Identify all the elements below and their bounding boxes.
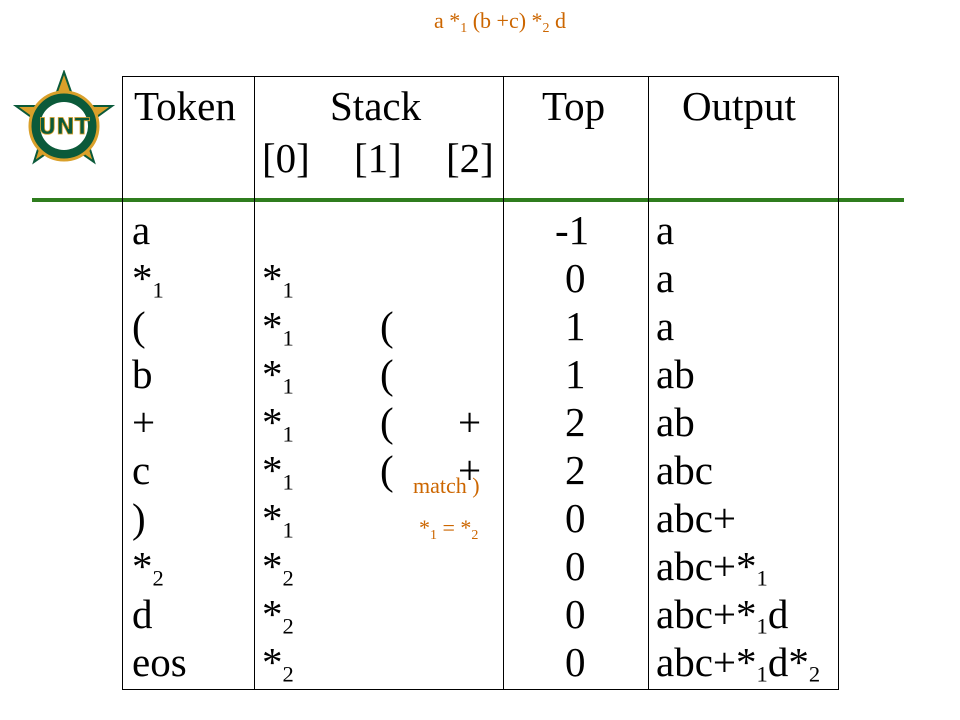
row-stack-0: *2 <box>262 591 294 639</box>
row-stack-1: ( <box>380 399 394 445</box>
column-divider <box>648 76 649 690</box>
expr-sub: 1 <box>460 21 468 36</box>
row-stack-0: *1 <box>262 495 294 543</box>
row-top: -1 <box>555 207 590 253</box>
row-stack-2: + <box>458 399 482 445</box>
row-top: 0 <box>565 255 586 301</box>
row-top: 0 <box>565 543 586 589</box>
row-token: ( <box>132 303 146 349</box>
row-top: 1 <box>565 303 586 349</box>
row-token: *1 <box>132 255 164 303</box>
header-stack: Stack <box>330 83 422 129</box>
row-stack-1: ( <box>380 447 394 493</box>
row-output: abc+*1 <box>656 543 768 591</box>
column-divider <box>254 76 255 690</box>
expr-sub: 2 <box>542 21 550 36</box>
row-token: ) <box>132 495 146 541</box>
row-output: a <box>656 255 675 301</box>
header-stack-index-2: [2] <box>446 135 494 181</box>
header-stack-index-1: [1] <box>354 135 402 181</box>
row-top: 0 <box>565 639 586 685</box>
header-top: Top <box>542 83 606 129</box>
expr-part: (b +c) * <box>467 8 543 33</box>
row-output: abc+ <box>656 495 737 541</box>
row-token: + <box>132 399 156 445</box>
logo-text: UNT <box>38 115 89 140</box>
expr-part: a * <box>433 8 461 33</box>
row-stack-0: *1 <box>262 399 294 447</box>
row-stack-2: + <box>458 447 482 493</box>
row-token: eos <box>132 639 187 685</box>
row-stack-0: *2 <box>262 639 294 687</box>
row-token: c <box>132 447 151 493</box>
row-output: ab <box>656 351 695 397</box>
row-top: 1 <box>565 351 586 397</box>
row-stack-1: ( <box>380 351 394 397</box>
row-top: 0 <box>565 591 586 637</box>
expr-part: d <box>549 8 567 33</box>
row-output: ab <box>656 399 695 445</box>
header-output: Output <box>682 83 796 129</box>
row-token: b <box>132 351 153 397</box>
table-frame <box>122 76 839 690</box>
row-top: 2 <box>565 447 586 493</box>
divider-rule <box>32 198 904 202</box>
equality-annotation: *1 = *2 <box>419 515 479 543</box>
header-token: Token <box>134 83 236 129</box>
row-token: *2 <box>132 543 164 591</box>
row-top: 2 <box>565 399 586 445</box>
unt-logo: UNT <box>12 70 116 165</box>
column-divider <box>503 76 504 690</box>
row-stack-0: *1 <box>262 447 294 495</box>
row-stack-0: *1 <box>262 303 294 351</box>
row-stack-1: ( <box>380 303 394 349</box>
row-output: abc <box>656 447 713 493</box>
row-stack-0: *1 <box>262 255 294 303</box>
row-token: d <box>132 591 153 637</box>
header-stack-index-0: [0] <box>262 135 310 181</box>
row-output: a <box>656 207 675 253</box>
row-stack-0: *2 <box>262 543 294 591</box>
expression-title: a *1 (b +c) *2 d <box>0 8 960 37</box>
row-token: a <box>132 207 151 253</box>
logo-inner <box>40 102 88 150</box>
row-stack-0: *1 <box>262 351 294 399</box>
row-top: 0 <box>565 495 586 541</box>
row-output: a <box>656 303 675 349</box>
match-annotation: match ) <box>413 473 480 498</box>
row-output: abc+*1d*2 <box>656 639 821 687</box>
row-output: abc+*1d <box>656 591 789 639</box>
